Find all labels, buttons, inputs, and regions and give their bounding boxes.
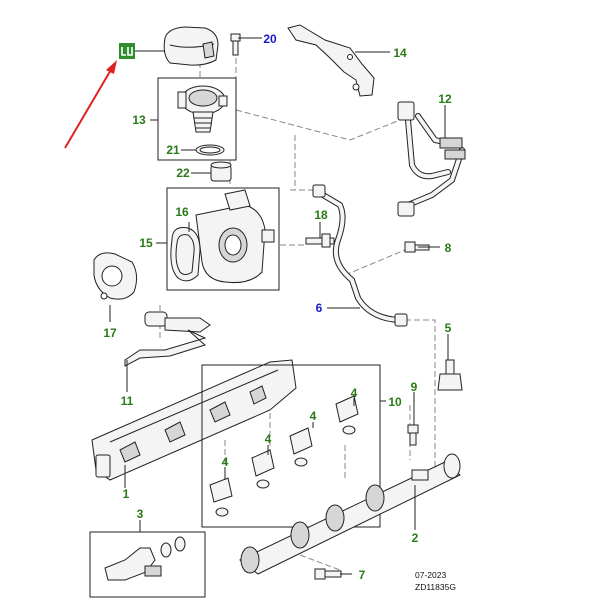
fuel-injector-3 <box>104 536 186 581</box>
callout-7: 7 <box>359 568 366 582</box>
callout-3: 3 <box>137 507 144 521</box>
clip-set-row-3 <box>289 427 313 467</box>
injector-clip-kit-box <box>201 364 381 528</box>
clip-set-row-1 <box>209 477 233 517</box>
callout-9: 9 <box>411 380 418 394</box>
fuel-rail-cover-1 <box>91 359 297 481</box>
callout-leaders <box>109 37 449 575</box>
fuel-supply-pipe-12 <box>397 101 466 217</box>
callout-2: 2 <box>412 531 419 545</box>
high-pressure-fuel-pump <box>177 85 228 133</box>
callout-4d: 4 <box>351 386 358 400</box>
callout-6: 6 <box>316 301 323 315</box>
vacuum-pump-seal-17 <box>93 252 138 300</box>
callout-10: 10 <box>388 395 402 409</box>
pump-cover <box>163 26 219 66</box>
o-ring-21 <box>195 144 225 156</box>
callout-8: 8 <box>445 241 452 255</box>
pump-follower-22 <box>210 161 232 182</box>
callout-14: 14 <box>393 46 407 60</box>
parts-badge-icon <box>119 43 135 59</box>
callout-11: 11 <box>121 394 134 408</box>
callout-4a: 4 <box>222 455 229 469</box>
callout-20: 20 <box>263 32 277 46</box>
assembly-guide-lines <box>159 58 436 571</box>
pump-housing <box>195 189 275 283</box>
injector-box <box>89 531 206 598</box>
clip-set-row-4 <box>335 395 359 435</box>
callout-17: 17 <box>103 326 117 340</box>
callout-13: 13 <box>132 113 146 127</box>
callout-22: 22 <box>176 166 190 180</box>
pump-housing-box <box>166 187 280 291</box>
callout-1: 1 <box>123 487 130 501</box>
high-pressure-fuel-pipe-6 <box>312 184 408 327</box>
bolt-9 <box>407 424 419 446</box>
injector-clip-set <box>209 395 359 517</box>
callout-18: 18 <box>314 208 328 222</box>
stud-18 <box>305 233 335 248</box>
footer-date: 07-2023 <box>415 570 446 580</box>
fuel-pressure-sensor-11 <box>124 311 211 367</box>
callout-15: 15 <box>139 236 153 250</box>
callout-numbers: 1 2 3 4 4 4 4 5 6 7 8 9 10 11 12 13 14 1… <box>103 32 452 582</box>
red-pointer-arrow <box>64 60 117 149</box>
bolt-7 <box>314 568 342 580</box>
footer-reference: ZD11835G <box>415 582 456 592</box>
callout-4b: 4 <box>265 432 272 446</box>
fuel-rail-2 <box>239 453 461 575</box>
pump-housing-gasket <box>170 227 201 282</box>
callout-16: 16 <box>175 205 189 219</box>
fuel-rail-pressure-sensor-5 <box>437 359 463 391</box>
clip-set-row-2 <box>251 449 275 489</box>
callout-21: 21 <box>166 143 180 157</box>
callout-5: 5 <box>445 321 452 335</box>
callout-12: 12 <box>438 92 452 106</box>
pump-group-box <box>157 77 237 161</box>
pipe-bracket-14 <box>287 24 375 97</box>
callout-4c: 4 <box>310 409 317 423</box>
bolt-20 <box>230 33 241 56</box>
